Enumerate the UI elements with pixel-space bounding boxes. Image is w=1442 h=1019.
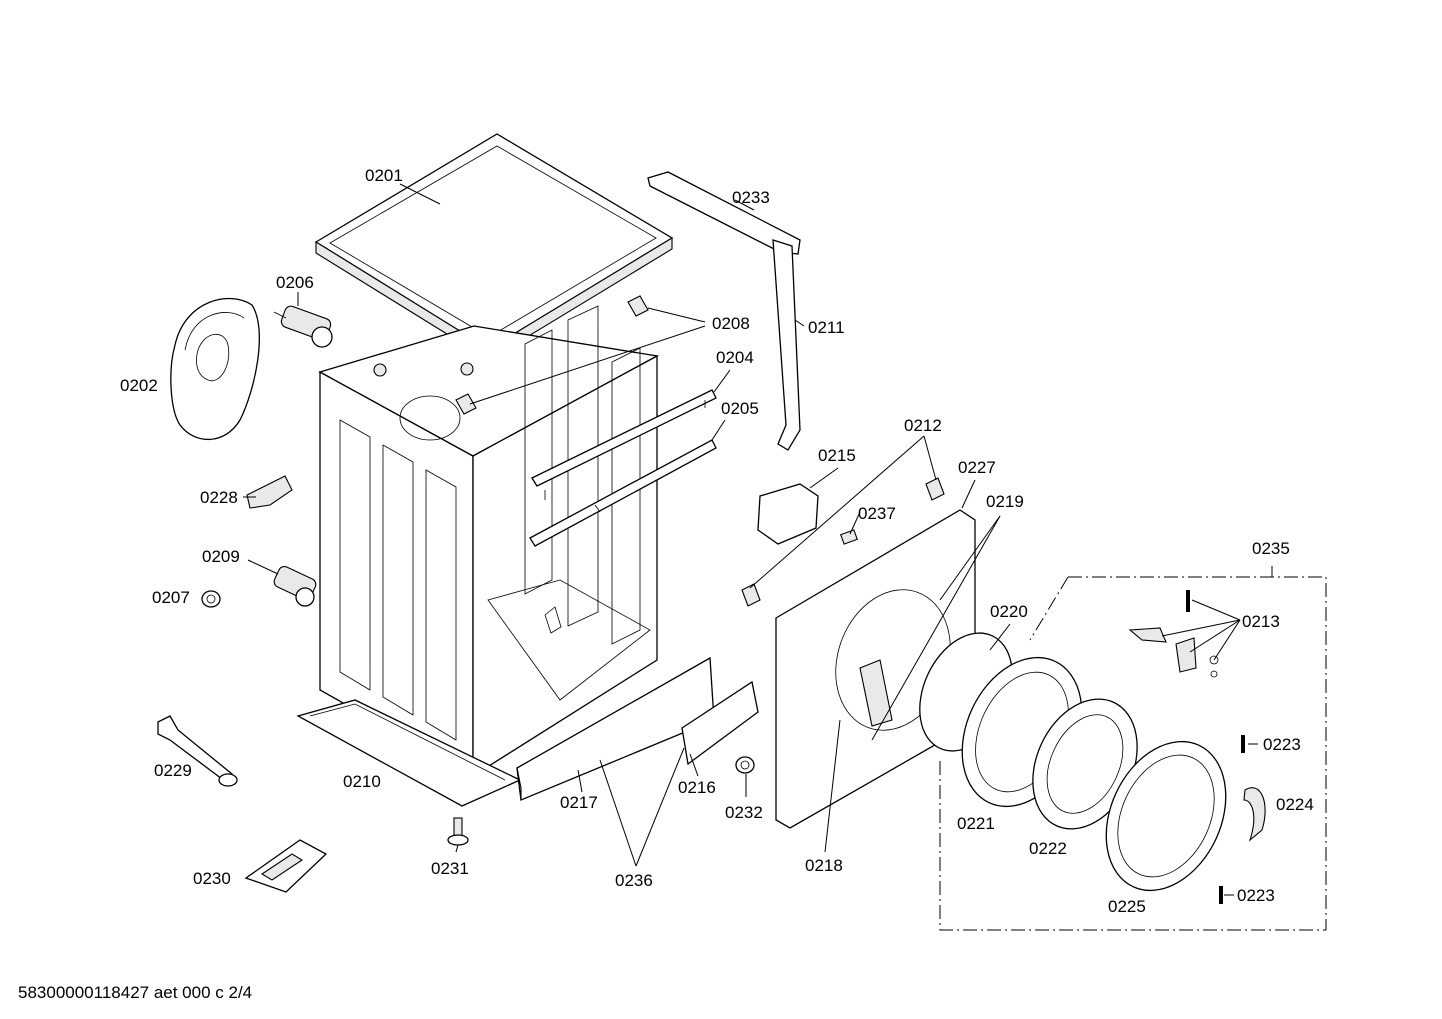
part-0216-flap	[681, 680, 759, 766]
footer-document-code: 58300000118427 aet 000 c 2/4	[18, 983, 252, 1002]
group-0235-frame-diag	[1029, 576, 1069, 641]
label-0212: 0212	[904, 416, 942, 435]
group-0235-frame	[939, 576, 1327, 931]
label-0209: 0209	[202, 547, 240, 566]
label-0222: 0222	[1029, 839, 1067, 858]
label-0230: 0230	[193, 869, 231, 888]
label-0233: 0233	[732, 188, 770, 207]
part-0205-brace	[529, 439, 717, 547]
part-0208-clips	[455, 295, 649, 415]
label-0210: 0210	[343, 772, 381, 791]
label-0232: 0232	[725, 803, 763, 822]
part-0202-back-cover	[170, 297, 260, 441]
part-0206	[273, 305, 333, 348]
part-0212-hinge	[741, 477, 945, 607]
leader-lines	[243, 183, 1273, 896]
label-0223-b: 0223	[1237, 886, 1275, 905]
part-0230-plate	[244, 839, 328, 893]
part-0237	[840, 529, 858, 545]
label-0227: 0227	[958, 458, 996, 477]
cabinet-frame	[318, 305, 659, 778]
label-0236: 0236	[615, 871, 653, 890]
part-0213-set	[1128, 590, 1219, 678]
label-0207: 0207	[152, 588, 190, 607]
part-0223-pins	[1219, 735, 1245, 904]
label-0218: 0218	[805, 856, 843, 875]
label-0204: 0204	[716, 348, 754, 367]
label-0228: 0228	[200, 488, 238, 507]
part-0232-nut	[735, 756, 755, 774]
label-0217: 0217	[560, 793, 598, 812]
label-0211: 0211	[808, 318, 845, 337]
label-0208: 0208	[712, 314, 750, 333]
part-0204-brace	[531, 389, 717, 500]
part-0233-rail	[647, 171, 801, 255]
label-0224: 0224	[1276, 795, 1314, 814]
label-0231: 0231	[431, 859, 469, 878]
label-0235: 0235	[1252, 539, 1290, 558]
label-0205: 0205	[721, 399, 759, 418]
label-0229: 0229	[154, 761, 192, 780]
label-0220: 0220	[990, 602, 1028, 621]
part-labels: 0201 0202 0204 0205 0206 0207 0208 0209 …	[120, 166, 1314, 916]
label-0216: 0216	[678, 778, 716, 797]
part-0228-clip	[246, 475, 293, 509]
part-0201-top-lid	[314, 133, 674, 361]
label-0215: 0215	[818, 446, 856, 465]
label-0206: 0206	[276, 273, 314, 292]
label-0223-a: 0223	[1263, 735, 1301, 754]
label-0201: 0201	[365, 166, 403, 185]
part-0211-harness	[772, 239, 801, 451]
label-0221: 0221	[957, 814, 995, 833]
part-0231-foot	[447, 817, 469, 846]
part-0215-lock	[757, 483, 819, 545]
part-0209	[273, 566, 317, 607]
label-0237: 0237	[858, 504, 896, 523]
part-0224-handle	[1243, 787, 1266, 842]
part-0229-wrench	[157, 715, 238, 787]
part-0225-outer-ring	[1105, 740, 1227, 892]
label-0213: 0213	[1242, 612, 1280, 631]
label-0219: 0219	[986, 492, 1024, 511]
label-0225: 0225	[1108, 897, 1146, 916]
label-0202: 0202	[120, 376, 158, 395]
part-0207-cap	[201, 590, 221, 608]
